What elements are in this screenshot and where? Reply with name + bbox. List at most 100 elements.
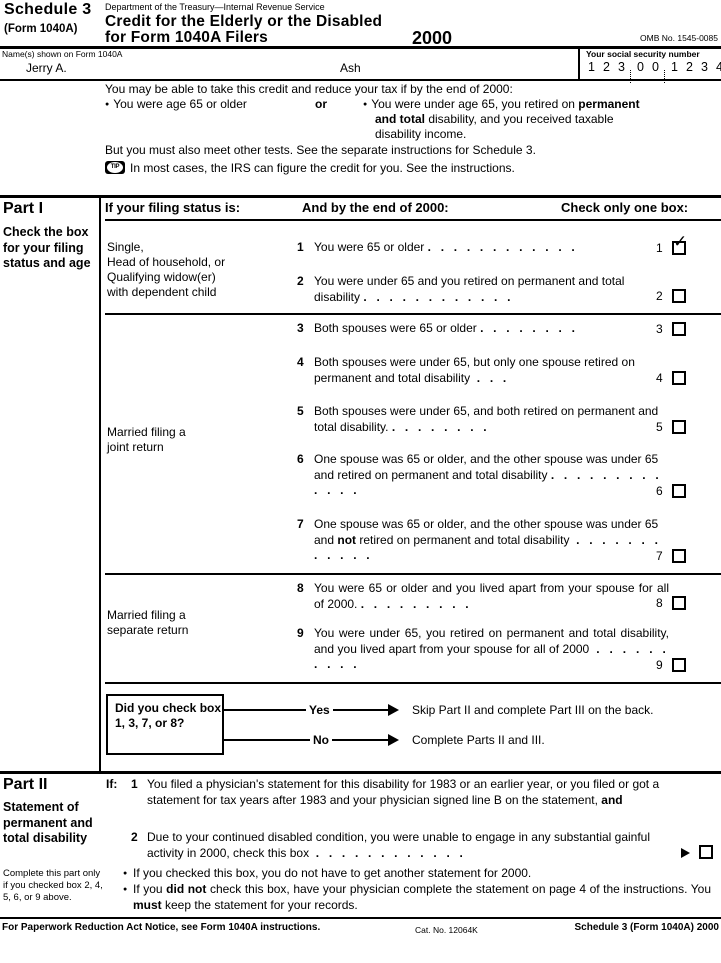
tip-icon xyxy=(105,161,125,174)
checkbox-9[interactable] xyxy=(672,658,686,672)
box-number-7: 7 xyxy=(656,549,663,563)
part2-description: Statement of permanent and total disabil… xyxy=(3,800,93,845)
intro-bullet-right: You were under age 65, you retired on pe… xyxy=(363,97,721,142)
checkbox-7[interactable] xyxy=(672,549,686,563)
filing-status-single: Single, Head of household, or Qualifying… xyxy=(107,240,226,299)
leader-dots: . . . . . . . . . . . . xyxy=(363,289,514,304)
part2-bullet-1-text: If you checked this box, you do not have… xyxy=(133,866,532,880)
footer-cat-number: Cat. No. 12064K xyxy=(415,925,478,935)
first-name-value[interactable]: Jerry A. xyxy=(26,61,67,75)
part2-top-divider xyxy=(0,771,721,774)
col-head-check-one: Check only one box: xyxy=(561,200,689,215)
part2-item-2: 2 Due to your continued disabled conditi… xyxy=(131,830,677,861)
checkbox-3[interactable] xyxy=(672,322,686,336)
leader-dots: . . . . . . . . . . . . xyxy=(314,532,662,563)
part2-bullet-2-bold1: did not xyxy=(166,882,207,896)
checkbox-6[interactable] xyxy=(672,484,686,498)
flowchart-no-result: Complete Parts II and III. xyxy=(412,733,545,747)
part2-arrow-icon xyxy=(681,848,690,858)
group-divider-2 xyxy=(105,573,721,575)
intro-bullet-right-c: disability income. xyxy=(375,127,467,141)
line-item-9-number: 9 xyxy=(297,626,304,640)
part2-item-2-number: 2 xyxy=(131,830,138,844)
leader-dots: . . . . . . . . xyxy=(391,419,490,434)
last-name-value[interactable]: Ash xyxy=(340,61,361,75)
part1-top-divider xyxy=(0,195,721,198)
intro-bold-andtotal: and total xyxy=(375,112,425,126)
line-item-5-number: 5 xyxy=(297,404,304,418)
name-field-label: Name(s) shown on Form 1040A xyxy=(2,49,123,59)
intro-bullets: You were age 65 or older or You were und… xyxy=(105,97,721,155)
part2-item-1-number: 1 xyxy=(131,777,138,791)
checkbox-4[interactable] xyxy=(672,371,686,385)
line-item-7-number: 7 xyxy=(297,517,304,531)
intro-line1: You may be able to take this credit and … xyxy=(105,82,513,96)
checkbox-8[interactable] xyxy=(672,596,686,610)
group-divider-1 xyxy=(105,313,721,315)
filing-status-separate: Married filing a separate return xyxy=(107,608,189,637)
checkbox-2[interactable] xyxy=(672,289,686,303)
flowchart-yes-arrow-icon xyxy=(388,704,399,716)
footer-schedule-ref: Schedule 3 (Form 1040A) 2000 xyxy=(574,922,719,933)
leader-dots: . . . . . . . . . . . . . xyxy=(314,467,662,498)
intro-tip-line: In most cases, the IRS can figure the cr… xyxy=(105,161,515,176)
leader-dots: . . . . . . . . . . . . xyxy=(315,845,467,860)
box-number-1: 1 xyxy=(656,241,663,255)
line-item-2-text: You were under 65 and you retired on per… xyxy=(314,274,625,304)
form-title-line1: Credit for the Elderly or the Disabled xyxy=(105,13,383,30)
box-number-4: 4 xyxy=(656,371,663,385)
col-head-filing-status: If your filing status is: xyxy=(105,200,241,215)
line-item-5: 5 Both spouses were under 65, and both r… xyxy=(297,404,669,435)
intro-bullet-right-b: disability, and you received taxable xyxy=(425,112,614,126)
footer-paperwork-notice: For Paperwork Reduction Act Notice, see … xyxy=(2,922,321,933)
line-item-2: 2 You were under 65 and you retired on p… xyxy=(297,274,669,305)
name-row-divider xyxy=(0,79,721,81)
flowchart-no-arrow-icon xyxy=(388,734,399,746)
col-head-end-of-year: And by the end of 2000: xyxy=(302,200,449,215)
line-item-8-text: You were 65 or older and you lived apart… xyxy=(314,581,669,611)
line-item-8-number: 8 xyxy=(297,581,304,595)
line-item-7-text: One spouse was 65 or older, and the othe… xyxy=(314,517,662,563)
leader-dots: . . . . . . . . . . xyxy=(314,641,669,672)
line-item-9-text: You were under 65, you retired on perman… xyxy=(314,626,669,672)
line-item-1: 1 You were 65 or older . . . . . . . . .… xyxy=(297,240,669,256)
flowchart-question-text: Did you check box 1, 3, 7, or 8? xyxy=(115,701,222,730)
line-item-4-number: 4 xyxy=(297,355,304,369)
name-ssn-row: Name(s) shown on Form 1040A Jerry A. Ash… xyxy=(0,49,721,83)
flowchart-yes-result: Skip Part II and complete Part III on th… xyxy=(412,703,654,717)
flowchart-question-box: Did you check box 1, 3, 7, or 8? xyxy=(106,694,224,755)
line-item-6-number: 6 xyxy=(297,452,304,466)
line-item-7-bold: not xyxy=(337,532,357,547)
flowchart-no-label: No xyxy=(310,733,332,747)
intro-block: You may be able to take this credit and … xyxy=(105,82,721,175)
checkmark-icon-1: ✓ xyxy=(673,232,688,252)
line-item-1-text: You were 65 or older . . . . . . . . . .… xyxy=(314,240,578,254)
line-item-7: 7 One spouse was 65 or older, and the ot… xyxy=(297,517,669,564)
checkbox-5[interactable] xyxy=(672,420,686,434)
box-number-9: 9 xyxy=(656,658,663,672)
part1-vertical-divider xyxy=(99,195,101,773)
line-item-8: 8 You were 65 or older and you lived apa… xyxy=(297,581,669,612)
footer-divider xyxy=(0,917,721,919)
intro-bullet-right-a: You were under age 65, you retired on xyxy=(371,97,579,111)
intro-or-word: or xyxy=(315,97,327,111)
filing-status-joint: Married filing a joint return xyxy=(107,425,186,454)
checkbox-1[interactable] xyxy=(672,241,686,255)
part2-note: Complete this part only if you checked b… xyxy=(3,868,103,903)
department-line: Department of the Treasury—Internal Reve… xyxy=(105,2,325,12)
part2-bullet-1: If you checked this box, you do not have… xyxy=(123,866,711,882)
part2-item-1: 1 You filed a physician's statement for … xyxy=(131,777,677,808)
part1-description: Check the box for your filing status and… xyxy=(3,225,91,270)
part1-label: Part I xyxy=(3,200,44,217)
part2-checkbox[interactable] xyxy=(699,845,713,859)
intro-bold-permanent: permanent xyxy=(578,97,640,111)
line-item-5-text: Both spouses were under 65, and both ret… xyxy=(314,404,659,434)
form-title-line2: for Form 1040A Filers xyxy=(105,29,268,46)
part2-item-1-text: You filed a physician's statement for th… xyxy=(147,777,660,807)
leader-dots: . . . xyxy=(476,370,510,385)
line-item-6-text: One spouse was 65 or older, and the othe… xyxy=(314,452,662,498)
omb-number: OMB No. 1545-0085 xyxy=(640,33,718,43)
